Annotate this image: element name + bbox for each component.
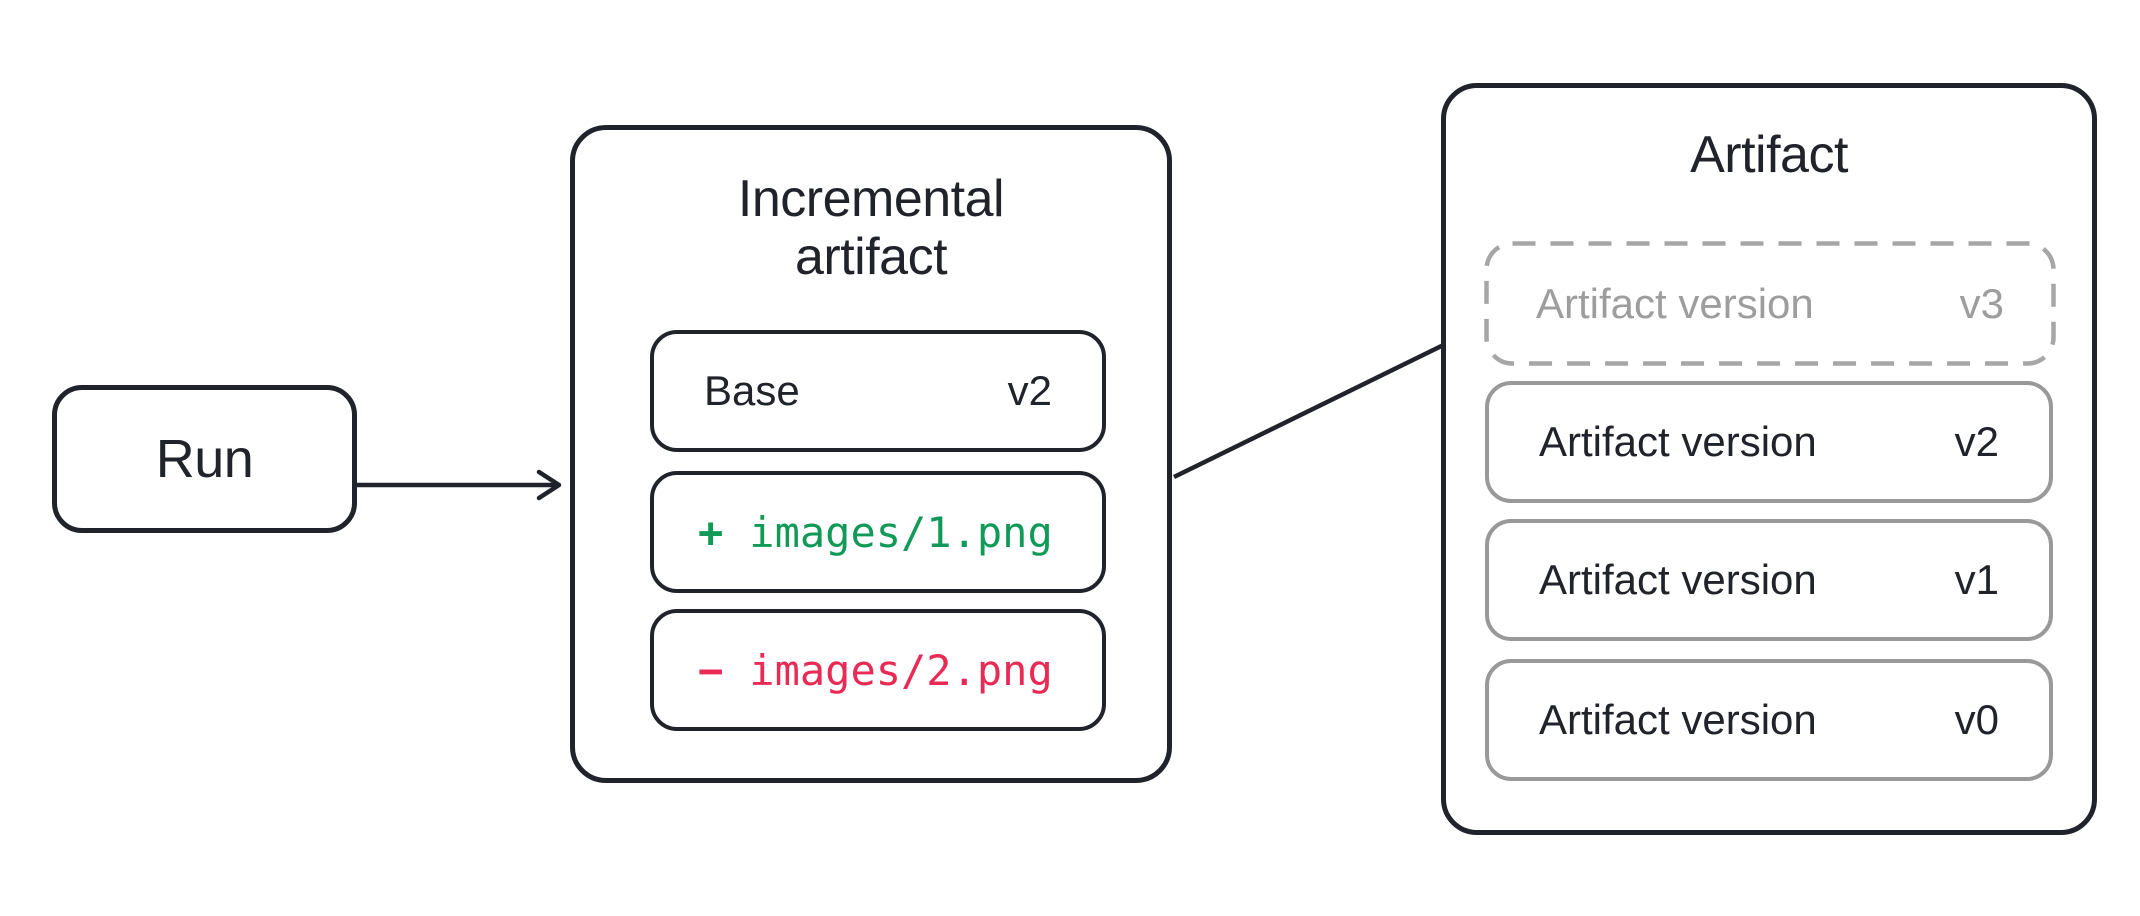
base-version-box: Base v2 xyxy=(650,330,1106,452)
artifact-version-label: Artifact version xyxy=(1539,418,1817,465)
incremental-artifact-title-line2: artifact xyxy=(794,228,948,286)
artifact-version-pending-box: Artifact version v3 xyxy=(1484,241,2056,366)
run-node-label: Run xyxy=(155,429,254,489)
arrow-incremental-to-artifact xyxy=(1173,327,1472,480)
artifact-node: Artifact Artifact version v3 Artifact ve… xyxy=(1441,83,2097,835)
artifact-version-pending-value: v3 xyxy=(1959,279,2004,327)
base-version-label: Base xyxy=(704,367,800,414)
removed-file-box: − images/2.png xyxy=(650,609,1106,731)
run-node: Run xyxy=(52,385,357,533)
artifact-version-value: v2 xyxy=(1954,418,1999,465)
added-file-path: images/1.png xyxy=(749,507,1053,557)
minus-icon: − xyxy=(698,645,724,695)
artifact-title: Artifact xyxy=(1690,126,1848,184)
plus-icon: + xyxy=(698,507,724,557)
artifact-version-label: Artifact version xyxy=(1539,556,1817,603)
added-file-box: + images/1.png xyxy=(650,471,1106,593)
artifact-version-box: Artifact version v1 xyxy=(1485,519,2053,641)
removed-file-path: images/2.png xyxy=(749,645,1053,695)
incremental-artifact-title-line1: Incremental xyxy=(737,170,1005,228)
base-version-value: v2 xyxy=(1007,367,1052,414)
artifact-version-value: v0 xyxy=(1954,696,1999,743)
incremental-artifact-node: Incremental artifact Base v2 + images/1.… xyxy=(570,125,1172,783)
artifact-version-label: Artifact version xyxy=(1539,696,1817,743)
incremental-artifact-title: Incremental artifact xyxy=(575,170,1167,286)
artifact-version-value: v1 xyxy=(1954,556,1999,603)
artifact-version-box: Artifact version v2 xyxy=(1485,381,2053,503)
artifact-version-box: Artifact version v0 xyxy=(1485,659,2053,781)
artifact-version-pending-label: Artifact version xyxy=(1536,279,1814,327)
